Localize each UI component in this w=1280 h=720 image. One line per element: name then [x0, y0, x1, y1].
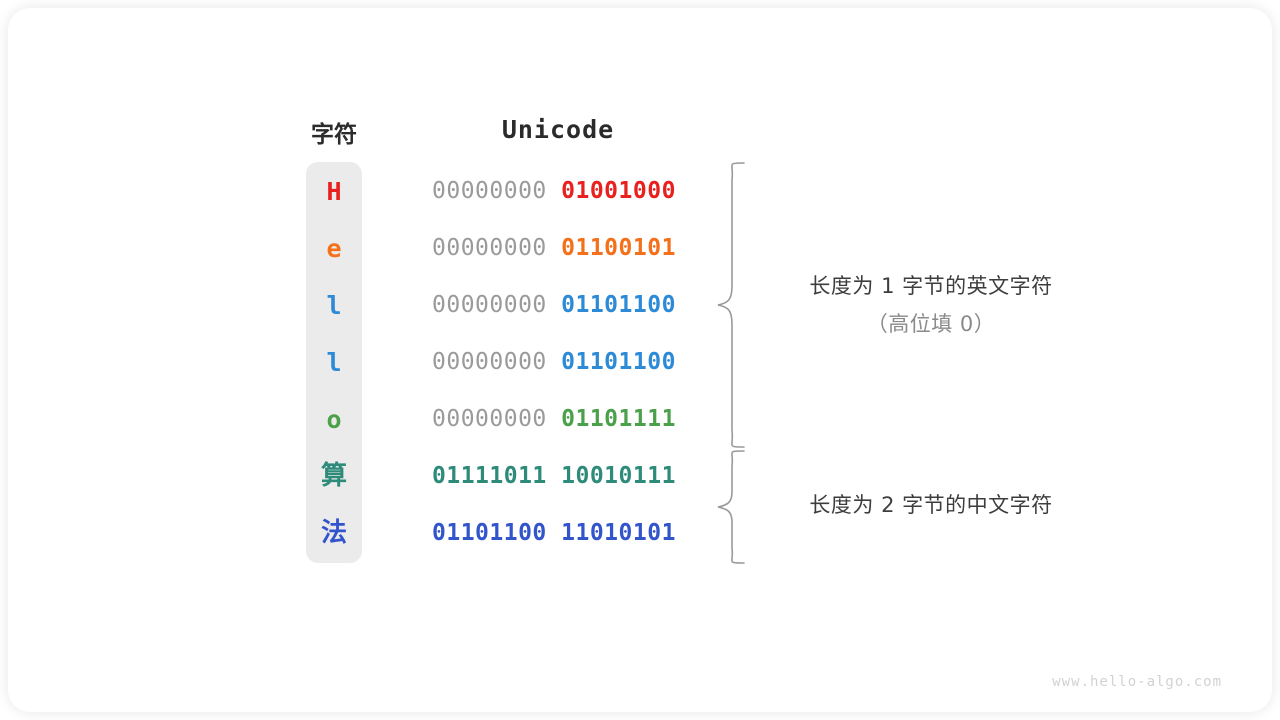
brace-one-byte: [717, 162, 745, 448]
table-row: e 00000000 01100101: [0, 220, 1280, 277]
table-row: 法 01101100 11010101: [0, 505, 1280, 562]
character-cell: 法: [320, 518, 347, 548]
table-row: l 00000000 01101100: [0, 334, 1280, 391]
watermark-url: www.hello-algo.com: [1052, 674, 1222, 690]
character-cell: l: [326, 291, 342, 320]
table-row: o 00000000 01101111: [0, 391, 1280, 448]
character-cell: 算: [320, 461, 347, 491]
low-byte: 11010101: [561, 520, 676, 546]
column-header-character: 字符: [311, 122, 357, 148]
low-byte: 01001000: [561, 178, 676, 204]
annotation-two-byte-line1: 长度为 2 字节的中文字符: [809, 493, 1053, 517]
table-row: H 00000000 01001000: [0, 163, 1280, 220]
high-byte: 00000000: [432, 292, 547, 318]
high-byte: 00000000: [432, 178, 547, 204]
unicode-bits-cell: 00000000 01101100: [432, 277, 684, 334]
high-byte: 01101100: [432, 520, 547, 546]
character-cell: e: [326, 234, 342, 263]
column-header-unicode: Unicode: [501, 115, 615, 144]
annotation-two-byte: 长度为 2 字节的中文字符: [766, 489, 1096, 519]
unicode-bits-cell: 01111011 10010111: [432, 448, 684, 505]
brace-two-byte: [717, 450, 745, 564]
low-byte: 10010111: [561, 463, 676, 489]
character-cell: l: [326, 348, 342, 377]
table-row: l 00000000 01101100: [0, 277, 1280, 334]
table-row: 算 01111011 10010111: [0, 448, 1280, 505]
high-byte: 00000000: [432, 349, 547, 375]
character-cell: o: [326, 405, 342, 434]
annotation-one-byte-line1: 长度为 1 字节的英文字符: [809, 274, 1053, 298]
low-byte: 01100101: [561, 235, 676, 261]
low-byte: 01101111: [561, 406, 676, 432]
unicode-bits-cell: 00000000 01101100: [432, 334, 684, 391]
low-byte: 01101100: [561, 349, 676, 375]
high-byte: 01111011: [432, 463, 547, 489]
unicode-bits-cell: 00000000 01100101: [432, 220, 684, 277]
annotation-one-byte: 长度为 1 字节的英文字符 （高位填 0）: [766, 270, 1096, 338]
high-byte: 00000000: [432, 235, 547, 261]
unicode-bits-cell: 00000000 01001000: [432, 163, 684, 220]
figure-card: [8, 8, 1272, 712]
unicode-bits-cell: 00000000 01101111: [432, 391, 684, 448]
character-cell: H: [326, 177, 342, 206]
character-column-background: [306, 162, 362, 563]
annotation-one-byte-line2: （高位填 0）: [866, 312, 996, 336]
high-byte: 00000000: [432, 406, 547, 432]
low-byte: 01101100: [561, 292, 676, 318]
unicode-bits-cell: 01101100 11010101: [432, 505, 684, 562]
